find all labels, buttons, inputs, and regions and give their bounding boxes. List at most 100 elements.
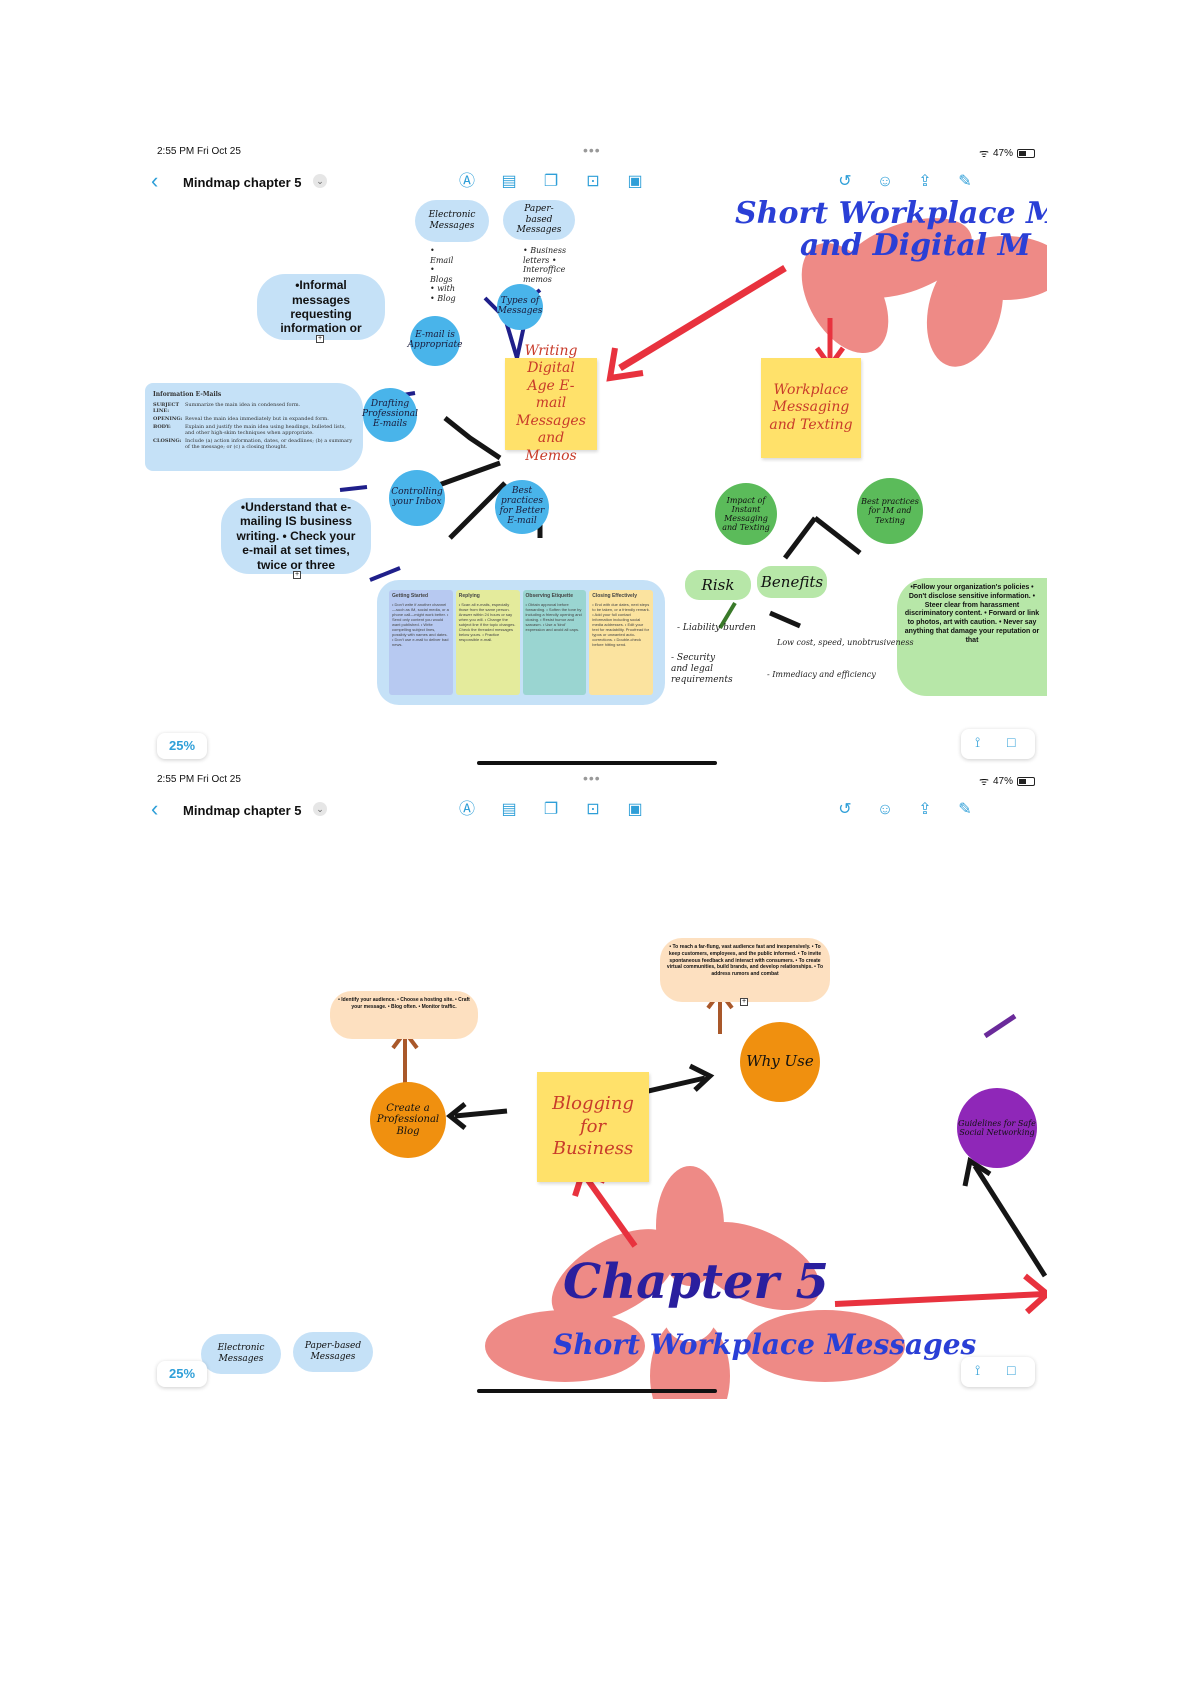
tip-column-head: Observing Etiquette (525, 593, 574, 599)
mindmap-canvas[interactable]: Short Workplace Me and Digital M Electro… (145, 198, 1047, 771)
wifi-icon: ᯤ (978, 148, 989, 160)
expand-toggle-icon[interactable]: + (740, 998, 748, 1006)
edit-icon[interactable]: ✎ (958, 801, 972, 818)
undo-icon[interactable]: ↺ (838, 801, 852, 818)
battery-percent: 47% (992, 776, 1013, 787)
list-icon[interactable]: ▤ (501, 801, 517, 818)
risk-node[interactable]: Risk (685, 570, 751, 600)
expand-toggle-icon[interactable]: + (316, 335, 324, 343)
paper-notes: • Business letters • Interoffice memos (523, 246, 567, 284)
drafting-emails-node[interactable]: Drafting Professional E-mails (362, 388, 418, 442)
status-bar: 2:55 PM Fri Oct 25 ••• ᯤ 47% (145, 138, 1047, 168)
document-title[interactable]: Mindmap chapter 5 (183, 803, 302, 818)
back-chevron-icon[interactable]: ‹ (151, 796, 159, 821)
select-frame-icon[interactable]: □ (1007, 1362, 1016, 1378)
status-time: 2:55 PM Fri Oct 25 (157, 774, 241, 785)
benefits-node[interactable]: Benefits (757, 566, 827, 598)
title-menu-chevron-icon[interactable]: ⌄ (313, 802, 327, 816)
info-row-value: Summarize the main idea in condensed for… (185, 402, 301, 408)
best-practices-im-node[interactable]: Best practices for IM and Texting (857, 478, 923, 544)
media-icon[interactable]: ▣ (627, 801, 643, 818)
share-icon[interactable]: ⇪ (918, 173, 932, 190)
social-networking-node[interactable]: Guidelines for Safe Social Networking (957, 1088, 1037, 1168)
screenshot-2: 2:55 PM Fri Oct 25 ••• ᯤ 47% ‹ Mindmap c… (145, 766, 1047, 1399)
connector-layer (391, 988, 1047, 1399)
center-sticky-note[interactable]: Writing Digital Age E-mail Messages and … (505, 343, 597, 464)
chapter-heading: Chapter 5 (563, 1254, 829, 1310)
battery-icon (1017, 777, 1035, 786)
information-emails-card[interactable]: Information E-Mails SUBJECT LINE:Summari… (145, 383, 363, 471)
pen-icon[interactable]: Ⓐ (458, 801, 475, 818)
email-tips-table[interactable]: Getting Started• Don't write if another … (377, 580, 665, 705)
connector-tool-icon[interactable]: ⟟ (975, 734, 981, 750)
paper-messages-node[interactable]: Paper-based Messages (293, 1332, 373, 1372)
tip-column: Observing Etiquette • Obtain approval bef… (522, 590, 587, 695)
flower-decoration (801, 218, 1047, 367)
red-arrow (618, 265, 787, 371)
zoom-level-button[interactable]: 25% (157, 1361, 207, 1387)
multitask-dots[interactable]: ••• (583, 142, 601, 158)
screenshot-1: 2:55 PM Fri Oct 25 ••• ᯤ 47% ‹ Mindmap c… (145, 138, 1047, 771)
best-email-node[interactable]: Best practices for Better E-mail (495, 480, 549, 534)
workplace-sticky-note[interactable]: Workplace Messaging and Texting (761, 358, 861, 458)
info-row-key: CLOSING: (153, 438, 182, 444)
undo-icon[interactable]: ↺ (838, 173, 852, 190)
list-icon[interactable]: ▤ (501, 173, 517, 190)
electronic-messages-node[interactable]: Electronic Messages (415, 200, 489, 242)
create-blog-node[interactable]: Create a Professional Blog (370, 1082, 446, 1158)
shapes-icon[interactable]: ❐ (543, 801, 559, 818)
electronic-messages-node[interactable]: Electronic Messages (201, 1334, 281, 1374)
share-icon[interactable]: ⇪ (918, 801, 932, 818)
paper-messages-node[interactable]: Paper-based Messages (503, 200, 575, 240)
info-row-key: OPENING: (153, 416, 183, 422)
canvas-corner-tools: ⟟ □ (961, 729, 1035, 759)
collaborate-icon[interactable]: ☺ (876, 801, 894, 818)
tip-column: Getting Started• Don't write if another … (389, 590, 453, 695)
home-indicator[interactable] (477, 1389, 717, 1393)
multitask-dots[interactable]: ••• (583, 770, 601, 786)
tip-column-body: • End with due dates, next steps to be t… (592, 602, 650, 647)
risk-note: - Security and legal requirements (671, 653, 733, 685)
edit-icon[interactable]: ✎ (958, 173, 972, 190)
create-blog-tips[interactable]: • Identify your audience. • Choose a hos… (330, 991, 478, 1039)
media-icon[interactable]: ▣ (627, 173, 643, 190)
shapes-icon[interactable]: ❐ (543, 173, 559, 190)
info-row-key: SUBJECT LINE: (153, 402, 180, 414)
tip-column-body: • Obtain approval before forwarding. • S… (525, 602, 582, 632)
risk-note: - Liability burden (677, 623, 756, 633)
why-use-node[interactable]: Why Use (740, 1022, 820, 1102)
types-of-messages-node[interactable]: Types of Messages (497, 284, 543, 330)
collaborate-icon[interactable]: ☺ (876, 173, 894, 190)
expand-toggle-icon[interactable]: + (293, 571, 301, 579)
back-chevron-icon[interactable]: ‹ (151, 168, 159, 193)
home-indicator[interactable] (477, 761, 717, 765)
benefit-note: Low cost, speed, unobtrusiveness (777, 638, 914, 647)
text-box-icon[interactable]: ⊡ (586, 801, 600, 818)
benefit-note: - Immediacy and efficiency (767, 670, 876, 679)
controlling-inbox-node[interactable]: Controlling your Inbox (389, 470, 445, 526)
select-frame-icon[interactable]: □ (1007, 734, 1016, 750)
battery-icon (1017, 149, 1035, 158)
tip-column-body: • Don't write if another channel—such as… (392, 602, 449, 647)
inbox-tips-cloud[interactable]: •Understand that e-mailing IS business w… (221, 498, 371, 574)
document-title[interactable]: Mindmap chapter 5 (183, 175, 302, 190)
connector-tool-icon[interactable]: ⟟ (975, 1362, 981, 1378)
blogging-sticky-note[interactable]: Blogging for Business (537, 1072, 649, 1182)
zoom-level-button[interactable]: 25% (157, 733, 207, 759)
info-row-value: Explain and justify the main idea using … (185, 424, 346, 436)
chapter-subtitle: Short Workplace Messages (553, 1328, 977, 1361)
informal-messages-cloud[interactable]: •Informal messages requesting informatio… (257, 274, 385, 340)
pen-icon[interactable]: Ⓐ (458, 173, 475, 190)
info-row-value: Reveal the main idea immediately but in … (185, 416, 329, 422)
mindmap-canvas[interactable]: • Identify your audience. • Choose a hos… (145, 826, 1047, 1399)
info-row: OPENING:Reveal the main idea immediately… (153, 416, 355, 422)
text-box-icon[interactable]: ⊡ (586, 173, 600, 190)
title-menu-chevron-icon[interactable]: ⌄ (313, 174, 327, 188)
why-blog-tips[interactable]: • To reach a far-flung, vast audience fa… (660, 938, 830, 1002)
info-row: BODY:Explain and justify the main idea u… (153, 424, 355, 436)
impact-im-node[interactable]: Impact of Instant Messaging and Texting (715, 483, 777, 545)
electronic-notes: • Email • Blogs • with • Blog (430, 246, 456, 303)
email-appropriate-node[interactable]: E-mail is Appropriate (408, 316, 463, 366)
im-guidelines-cloud[interactable]: •Follow your organization's policies • D… (897, 578, 1047, 696)
tip-column-body: • Scan all e-mails, especially those fro… (458, 602, 516, 642)
